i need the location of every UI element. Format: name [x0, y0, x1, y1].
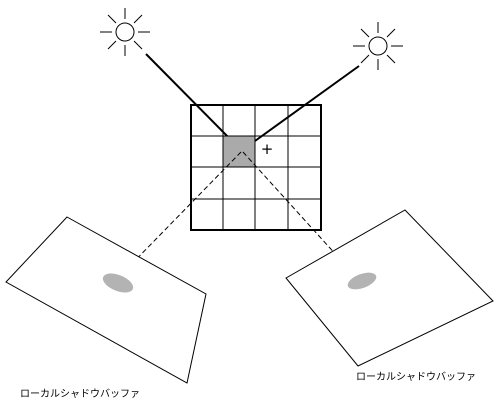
shadow-spot-left: [102, 273, 134, 293]
shadow-buffer-left: [5, 216, 207, 384]
highlighted-cell: [223, 136, 255, 167]
right-buffer-label: ローカルシャドウバッファ: [356, 371, 476, 383]
light-ray-right: [244, 65, 360, 149]
shadow-spot-right: [347, 272, 377, 290]
sun-icon-left: [100, 8, 150, 56]
pixel-grid: [190, 104, 322, 231]
sun-icon-right: [353, 22, 403, 70]
light-ray-left: [145, 53, 240, 149]
left-buffer-label: ローカルシャドウバッファ: [20, 388, 140, 400]
marker-plus: +: [261, 140, 274, 158]
shadow-buffer-right: [285, 209, 494, 367]
